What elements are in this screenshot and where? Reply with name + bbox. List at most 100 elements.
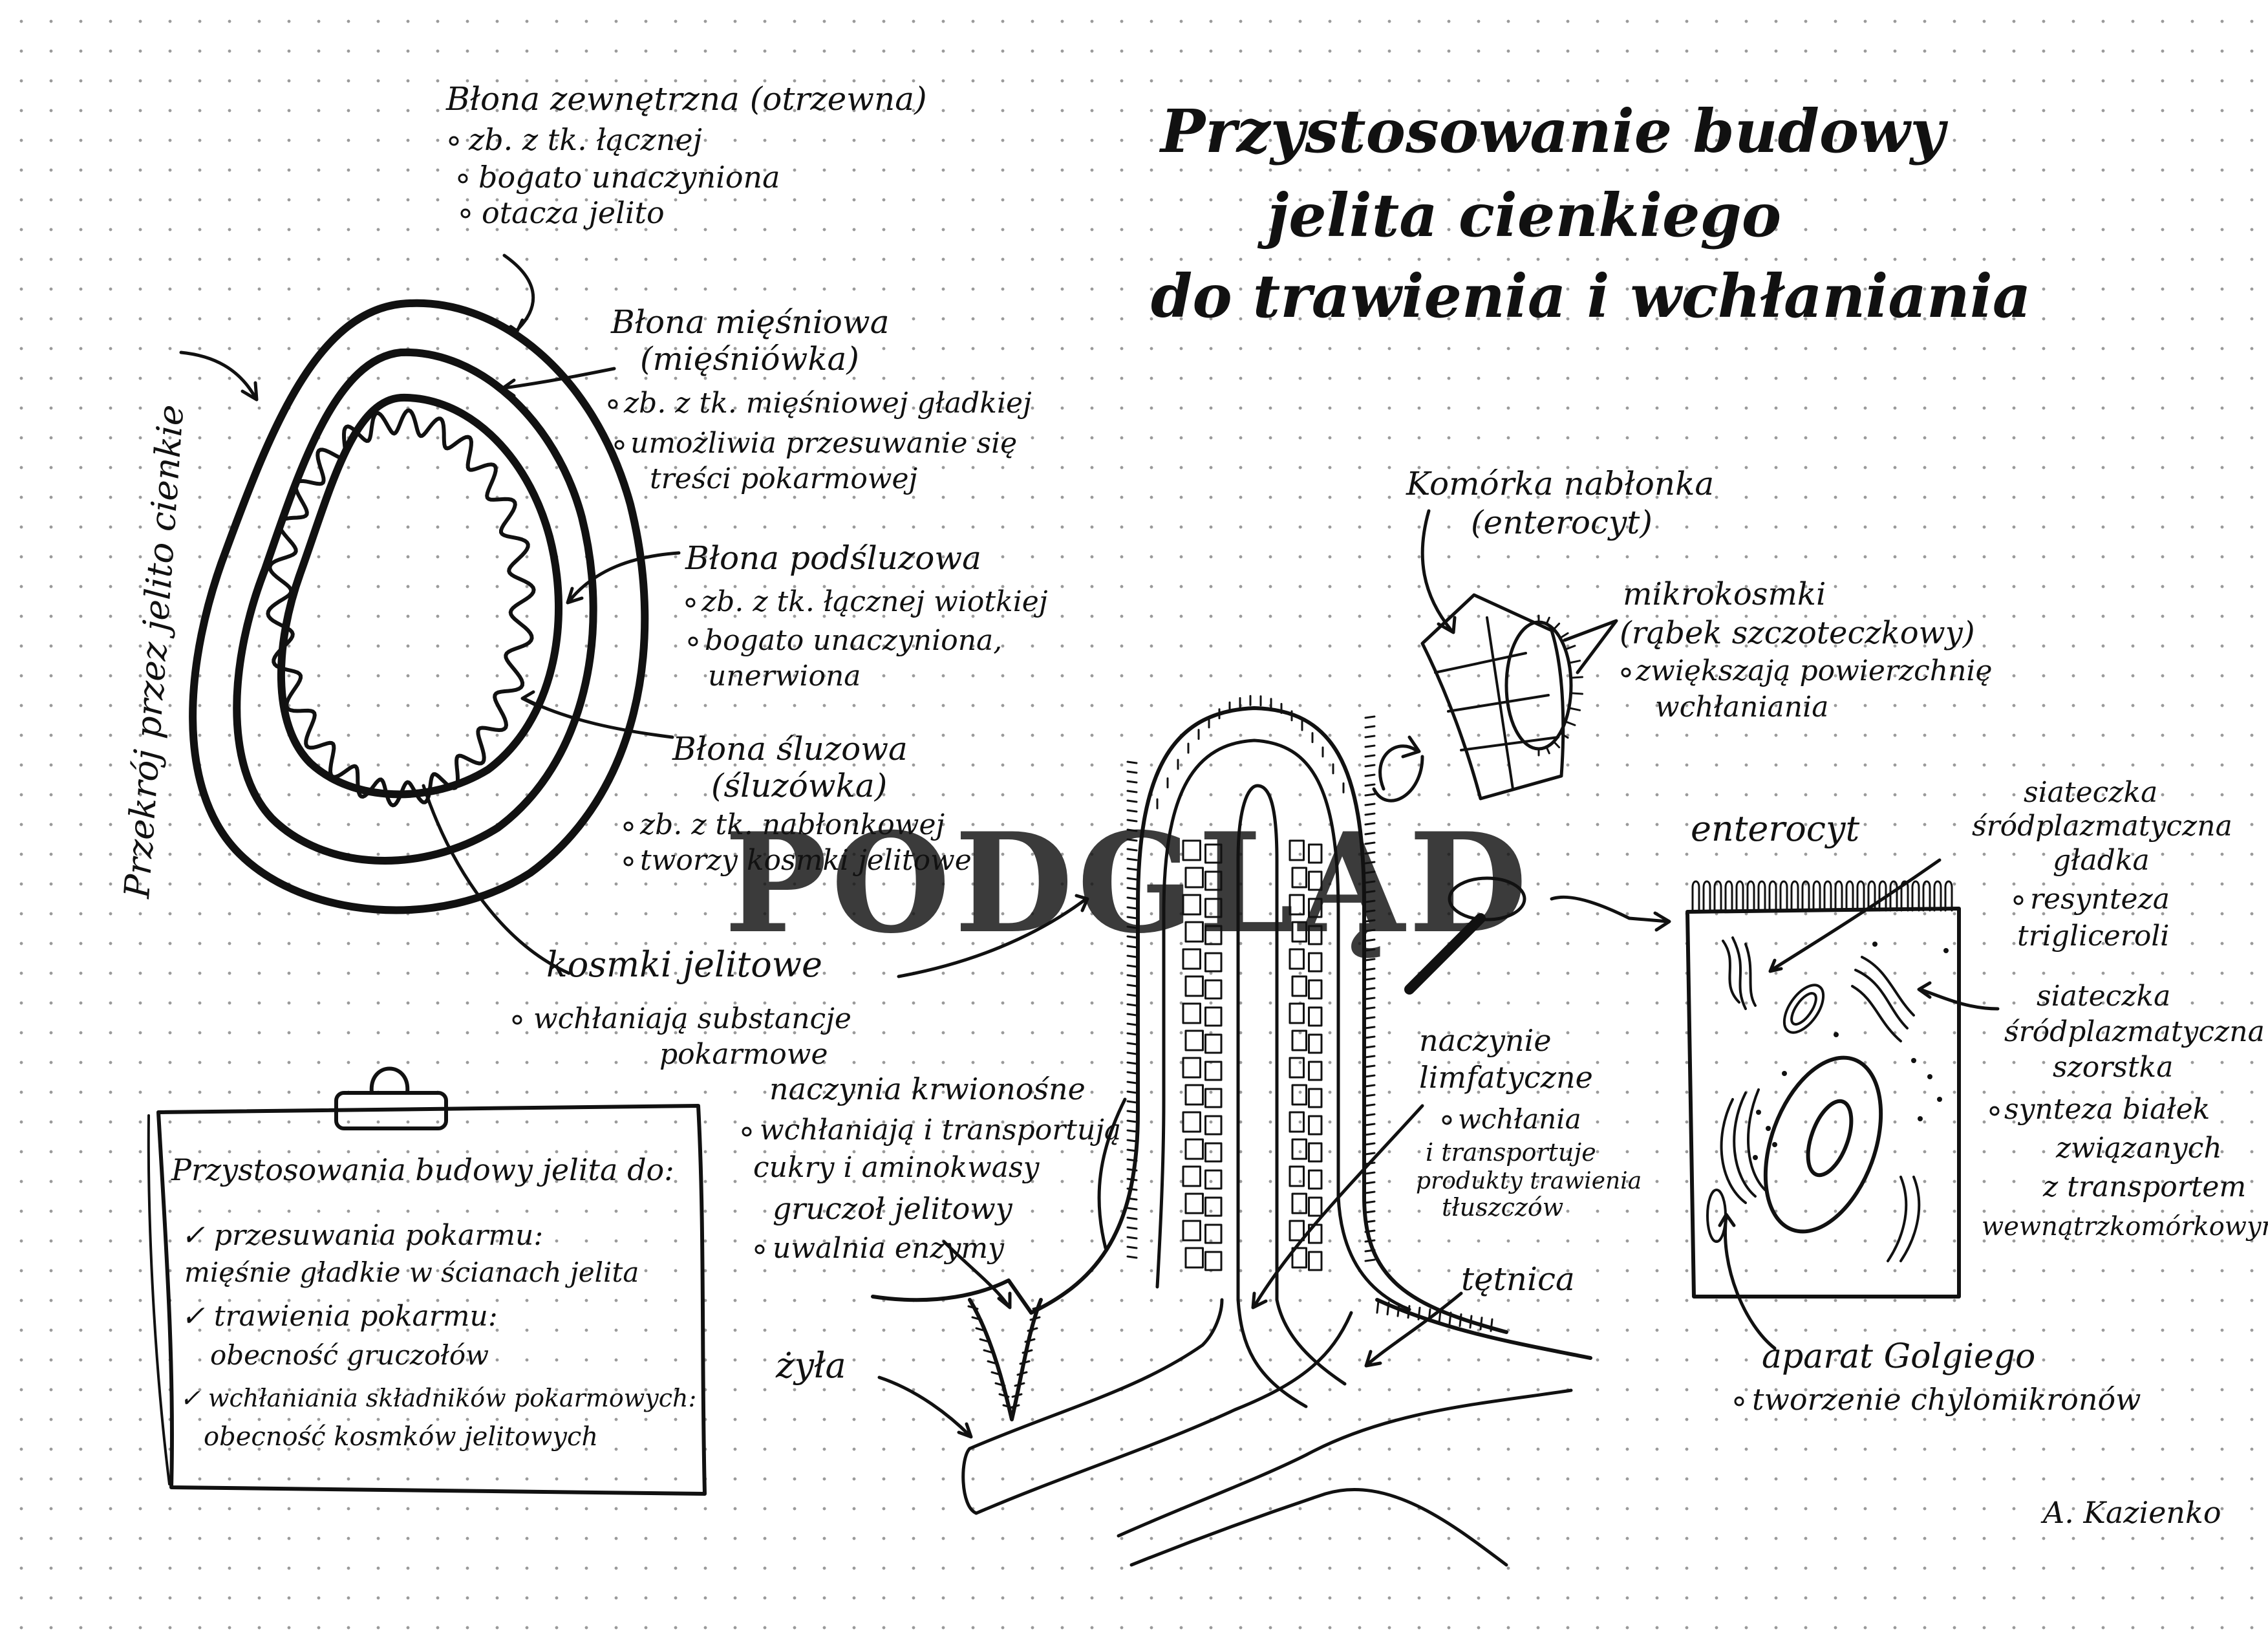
cytoplasm-vesicles bbox=[1753, 942, 1949, 1160]
villus-inner-wall bbox=[1155, 738, 1411, 1311]
vein-cut-end bbox=[961, 1447, 978, 1515]
clipboard-line-4: obecność gruczołów bbox=[210, 1339, 489, 1371]
epithelial-cell-name-2: (enterocyt) bbox=[1471, 504, 1653, 541]
rough-er-name-1: siateczka bbox=[2037, 980, 2170, 1013]
rough-er-point-3: z transportem bbox=[2042, 1170, 2246, 1203]
intestine-cross-section bbox=[189, 299, 649, 914]
golgi-shape bbox=[1706, 1088, 1921, 1262]
enterocyte-detail bbox=[1685, 880, 1961, 1299]
golgi-name: aparat Golgiego bbox=[1762, 1337, 2035, 1376]
title-line-2: jelita cienkiego bbox=[1257, 180, 1781, 250]
mucosa-layer-name-2: (śluzówka) bbox=[711, 767, 887, 804]
artery-vessel bbox=[1117, 1388, 1573, 1538]
clipboard-line-3: ✓ trawienia pokarmu: bbox=[181, 1300, 498, 1333]
arrow-vein bbox=[877, 1375, 973, 1439]
clipboard-edge bbox=[147, 1114, 171, 1485]
rough-er-name-2: śródplazmatyczna bbox=[2004, 1015, 2265, 1048]
smooth-er-name-1: siateczka bbox=[2024, 776, 2157, 809]
clipboard-line-2: mięśnie gładkie w ścianach jelita bbox=[184, 1256, 639, 1288]
villi-name: kosmki jelitowe bbox=[546, 944, 822, 985]
epithelial-cell-divisions bbox=[1434, 616, 1559, 790]
muscular-layer-point-3: treści pokarmowej bbox=[650, 462, 917, 495]
submucosa-layer-ring bbox=[277, 393, 562, 799]
outer-layer-point-3: otacza jelito bbox=[482, 195, 665, 230]
title-line-3: do trawienia i wchłaniania bbox=[1151, 261, 2031, 331]
arrow-microvilli bbox=[1563, 619, 1618, 674]
enterocyte-outline bbox=[1685, 907, 1961, 1299]
arrow-side-label bbox=[179, 350, 259, 402]
outer-layer-point-1: zb. z tk. łącznej bbox=[468, 122, 702, 157]
arrow-lymph bbox=[1251, 1104, 1424, 1310]
microvilli-name-2: (rąbek szczoteczkowy) bbox=[1620, 615, 1975, 651]
rough-er-shape bbox=[1851, 956, 1915, 1042]
clipboard-line-6: obecność kosmków jelitowych bbox=[204, 1422, 598, 1452]
epithelial-cell-name-1: Komórka nabłonka bbox=[1406, 465, 1714, 502]
smooth-er-point-1: resynteza bbox=[2030, 883, 2170, 916]
villus-base-right bbox=[1375, 1298, 1592, 1360]
blood-point-1: wchłaniają i transportują bbox=[760, 1114, 1121, 1147]
microvilli-label: mikrokosmki (rąbek szczoteczkowy) zwięks… bbox=[1620, 576, 1993, 724]
submucosa-layer-point-2: bogato unaczyniona, bbox=[705, 624, 1002, 657]
outer-layer-name: Błona zewnętrzna (otrzewna) bbox=[445, 80, 927, 118]
arrow-rough-er bbox=[1917, 981, 2000, 1011]
mucosa-layer-point-1: zb. z tk. nabłonkowej bbox=[639, 808, 945, 841]
microvilli-name-1: mikrokosmki bbox=[1623, 576, 1826, 612]
mucosa-layer-name-1: Błona śluzowa bbox=[672, 730, 908, 768]
magnifier-lens bbox=[1448, 876, 1526, 921]
zoom-arrow-curve bbox=[1372, 755, 1424, 803]
arrow-smooth-er bbox=[1768, 858, 1942, 973]
villi-label: kosmki jelitowe wchłaniają substancje po… bbox=[512, 944, 851, 1071]
smooth-er-point-2: trigliceroli bbox=[2017, 920, 2169, 953]
arrow-blood bbox=[1097, 1097, 1127, 1250]
vein-label: żyła bbox=[775, 1345, 846, 1386]
arrow-mucosa bbox=[520, 690, 674, 739]
clipboard-text: Przystosowania budowy jelita do: ✓ przes… bbox=[171, 1152, 696, 1452]
capillary-network bbox=[1182, 839, 1323, 1271]
glands-point-1: uwalnia enzymy bbox=[773, 1232, 1005, 1265]
clipboard bbox=[147, 1066, 707, 1496]
epithelial-cell-sketch bbox=[1372, 593, 1584, 995]
lymph-label: naczynie limfatyczne wchłania i transpor… bbox=[1416, 1023, 1642, 1222]
rough-er-point-4: wewnątrzkomórkowym bbox=[1982, 1212, 2268, 1242]
zoom-arrow-cell bbox=[1378, 735, 1421, 791]
smooth-er-name-2: śródplazmatyczna bbox=[1972, 810, 2232, 843]
vein-vessel bbox=[968, 1298, 1224, 1450]
watermark: PODGLĄD bbox=[724, 803, 1531, 964]
rough-er-name-3: szorstka bbox=[2053, 1051, 2173, 1084]
lymph-point-1: wchłania bbox=[1458, 1103, 1581, 1135]
glands-label: gruczoł jelitowy uwalnia enzymy bbox=[754, 1191, 1013, 1265]
signature: A. Kazienko bbox=[2040, 1495, 2221, 1530]
villus-outer-wall bbox=[1029, 706, 1508, 1334]
epithelial-cell-label: Komórka nabłonka (enterocyt) bbox=[1406, 465, 1714, 541]
magnifier-handle bbox=[1404, 913, 1486, 995]
lymph-point-3: produkty trawienia bbox=[1416, 1168, 1642, 1194]
lymph-point-2: i transportuje bbox=[1426, 1138, 1596, 1167]
intestinal-gland bbox=[968, 1298, 1043, 1421]
villi-point-1: wchłaniają substancje bbox=[533, 1002, 851, 1035]
title-line-1: Przystosowanie budowy bbox=[1159, 96, 1948, 166]
blood-name: naczynia krwionośne bbox=[769, 1072, 1086, 1106]
artery-label: tętnica bbox=[1461, 1260, 1575, 1298]
microvilli-point-1: zwiększają powierzchnię bbox=[1635, 654, 1993, 687]
arrow-enterocyte-label bbox=[1420, 509, 1457, 634]
glands-name: gruczoł jelitowy bbox=[773, 1191, 1013, 1226]
submucosa-layer-point-3: unerwiona bbox=[708, 660, 861, 693]
golgi-label: aparat Golgiego tworzenie chylomikronów bbox=[1734, 1337, 2141, 1417]
smooth-er-name-3: gładka bbox=[2053, 844, 2150, 877]
vein-vessel-lower bbox=[974, 1311, 1353, 1515]
muscular-layer-name-2: (mięśniówka) bbox=[640, 340, 859, 378]
arrow-villi-label bbox=[422, 784, 571, 975]
artery-vessel-lower bbox=[1129, 1488, 1508, 1567]
muscular-layer-label: Błona mięśniowa (mięśniówka) zb. z tk. m… bbox=[608, 303, 1032, 495]
arrow-artery bbox=[1364, 1291, 1463, 1368]
rough-er-label: siateczka śródplazmatyczna szorstka synt… bbox=[1982, 980, 2268, 1242]
clipboard-heading: Przystosowania budowy jelita do: bbox=[171, 1152, 674, 1187]
arrow-golgi bbox=[1718, 1212, 1777, 1350]
rough-er-point-2: związanych bbox=[2055, 1132, 2222, 1165]
clipboard-clip bbox=[334, 1066, 448, 1130]
villus-microvilli bbox=[1126, 695, 1493, 1332]
outer-layer-point-2: bogato unaczyniona bbox=[478, 160, 780, 195]
enterocyte-microvilli bbox=[1691, 880, 1953, 912]
blood-label: naczynia krwionośne wchłaniają i transpo… bbox=[742, 1072, 1121, 1184]
